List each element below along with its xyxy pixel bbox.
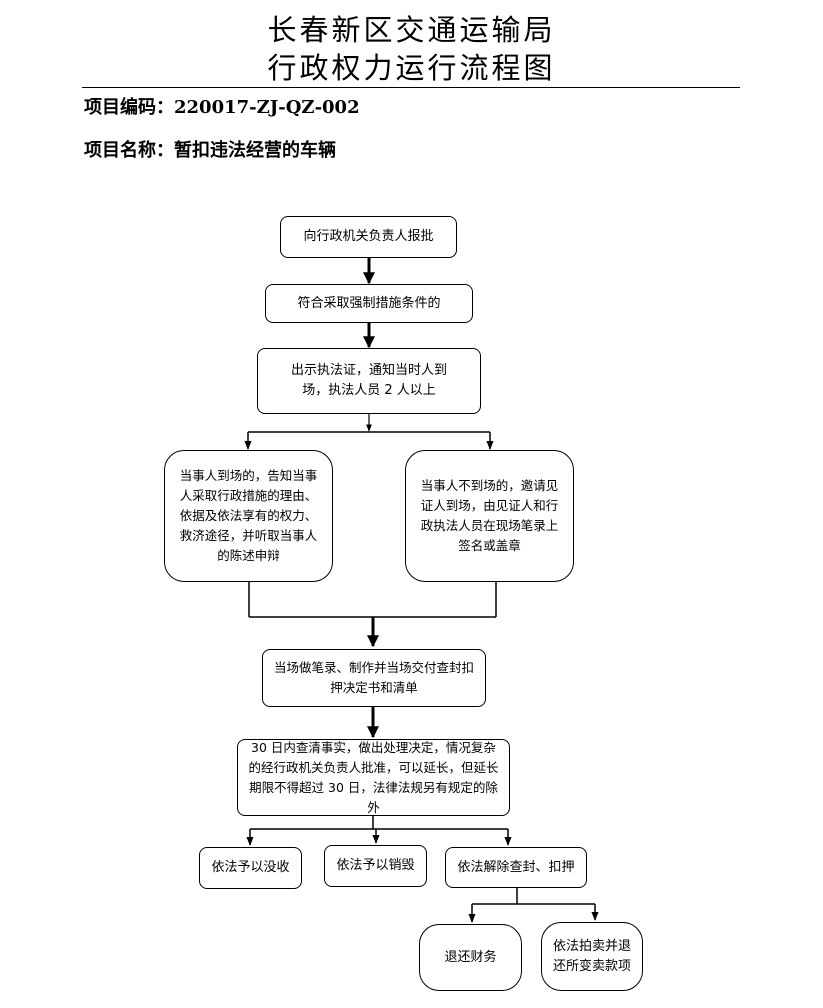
project-name: 项目名称：暂扣违法经营的车辆 bbox=[84, 139, 336, 163]
header-divider bbox=[82, 87, 740, 88]
release-auction-refund: 依法拍卖并退还所变卖款项 bbox=[541, 922, 643, 991]
title-line-2: 行政权力运行流程图 bbox=[267, 51, 556, 85]
outcome-release-seizure: 依法解除查封、扣押 bbox=[445, 847, 587, 888]
outcome-destroy: 依法予以销毁 bbox=[324, 845, 427, 887]
project-code-label: 项目编码： bbox=[84, 97, 174, 118]
project-code: 项目编码：220017-ZJ-QZ-002 bbox=[84, 96, 360, 120]
step-show-credentials: 出示执法证，通知当时人到场，执法人员 2 人以上 bbox=[257, 348, 481, 414]
step-record-and-deliver: 当场做笔录、制作并当场交付查封扣押决定书和清单 bbox=[262, 649, 486, 707]
branch-party-absent: 当事人不到场的，邀请见证人到场，由见证人和行政执法人员在现场笔录上签名或盖章 bbox=[405, 450, 574, 582]
release-return-property: 退还财务 bbox=[419, 924, 522, 991]
step-investigate-30-days: 30 日内查清事实，做出处理决定，情况复杂的经行政机关负责人批准，可以延长，但延… bbox=[237, 739, 510, 816]
project-name-value: 暂扣违法经营的车辆 bbox=[174, 140, 336, 161]
step-meets-conditions: 符合采取强制措施条件的 bbox=[265, 284, 473, 323]
outcome-confiscate: 依法予以没收 bbox=[199, 847, 302, 889]
step-report-for-approval: 向行政机关负责人报批 bbox=[280, 216, 457, 258]
project-code-value: 220017-ZJ-QZ-002 bbox=[174, 97, 360, 118]
project-name-label: 项目名称： bbox=[84, 140, 174, 161]
title-line-1: 长春新区交通运输局 bbox=[267, 13, 556, 47]
branch-party-present: 当事人到场的，告知当事人采取行政措施的理由、依据及依法享有的权力、救济途径，并听… bbox=[164, 450, 333, 582]
